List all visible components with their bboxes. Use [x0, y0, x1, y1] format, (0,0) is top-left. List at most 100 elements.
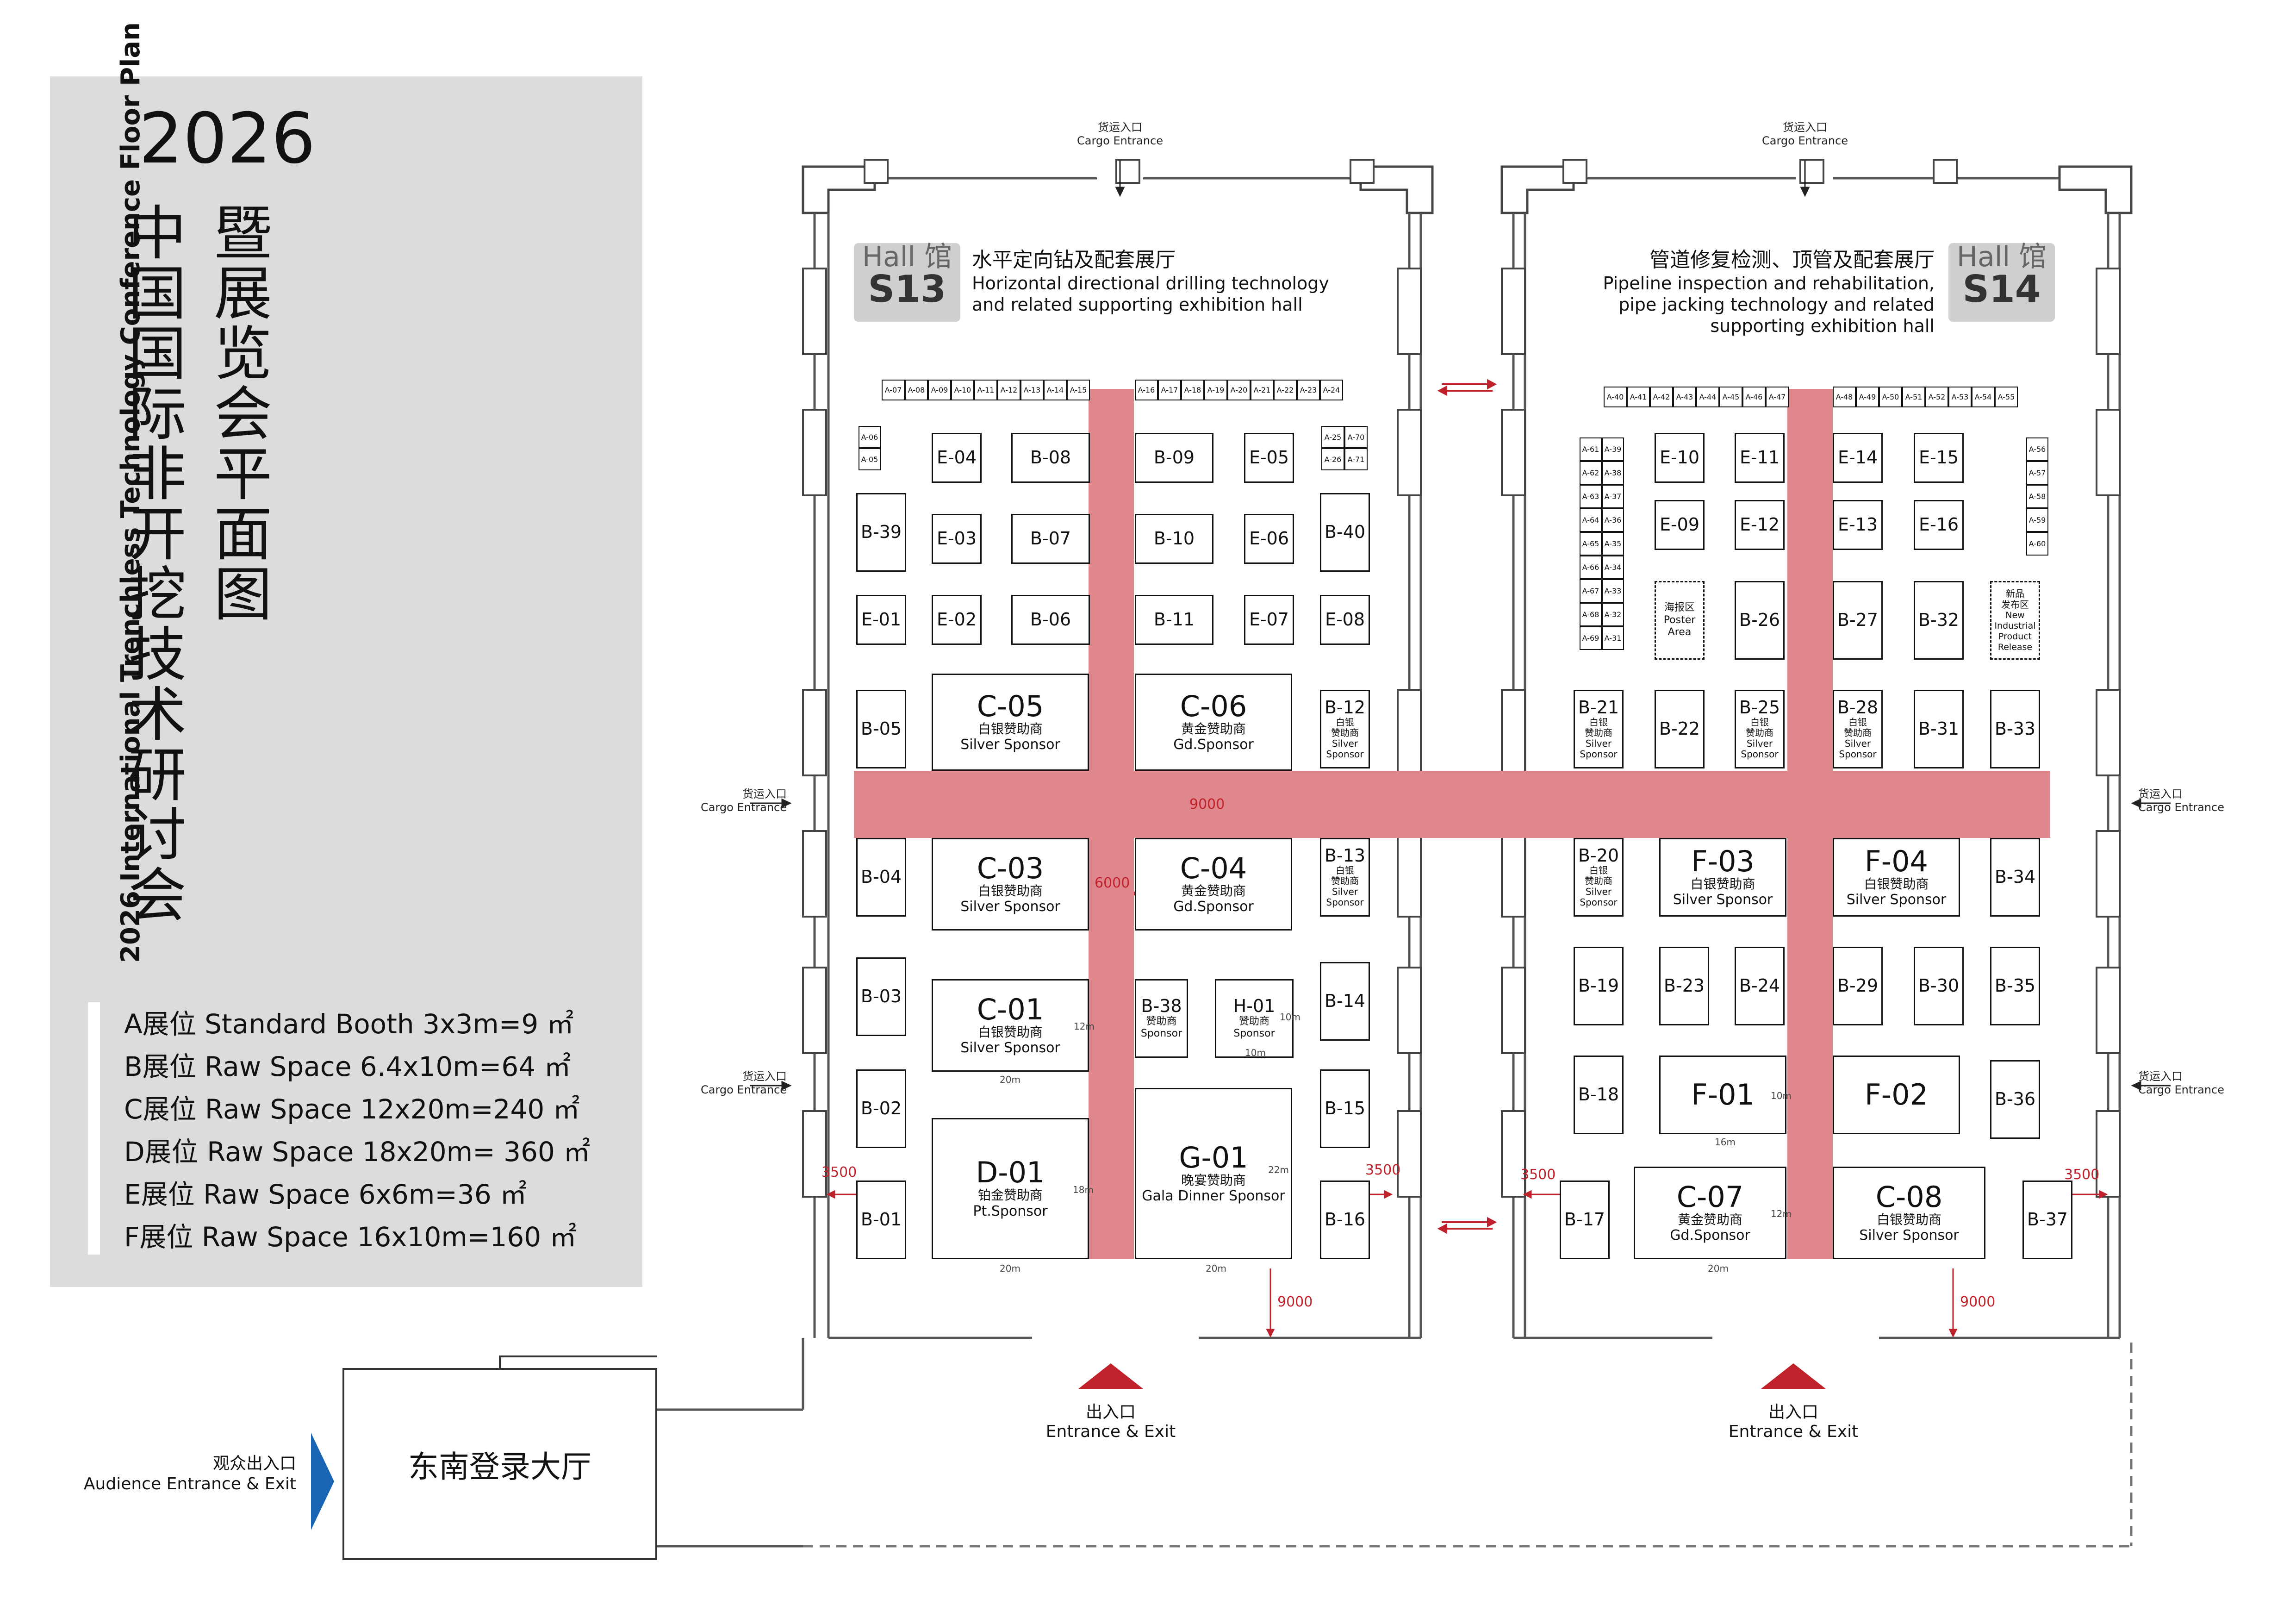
booth-a-54[interactable]: A-54	[1972, 387, 1995, 407]
booth-a-35[interactable]: A-35	[1602, 532, 1624, 556]
booth-a-65[interactable]: A-65	[1580, 532, 1602, 556]
booth-e-15[interactable]: E-15	[1914, 433, 1964, 483]
booth-e-01[interactable]: E-01	[856, 595, 906, 645]
booth-b-39[interactable]: B-39	[856, 493, 906, 572]
booth-e-09[interactable]: E-09	[1655, 500, 1705, 550]
booth-a-71[interactable]: A-71	[1344, 448, 1368, 470]
booth-b-05[interactable]: B-05	[856, 690, 906, 768]
booth-a-26[interactable]: A-26	[1321, 448, 1344, 470]
booth-a-25[interactable]: A-25	[1321, 426, 1344, 448]
booth-a-48[interactable]: A-48	[1833, 387, 1856, 407]
booth-e-02[interactable]: E-02	[932, 595, 982, 645]
booth-e-16[interactable]: E-16	[1914, 500, 1964, 550]
booth-a-33[interactable]: A-33	[1602, 579, 1624, 603]
booth-b-22[interactable]: B-22	[1655, 690, 1705, 768]
booth-a-11[interactable]: A-11	[974, 380, 997, 400]
booth-a-51[interactable]: A-51	[1902, 387, 1925, 407]
booth-e-06[interactable]: E-06	[1244, 514, 1294, 564]
booth-a-44[interactable]: A-44	[1696, 387, 1719, 407]
booth-b-04[interactable]: B-04	[856, 838, 906, 917]
booth-e-03[interactable]: E-03	[932, 514, 982, 564]
booth-b-10[interactable]: B-10	[1135, 514, 1213, 564]
booth-f-02[interactable]: F-02	[1833, 1056, 1960, 1134]
booth-a-40[interactable]: A-40	[1604, 387, 1627, 407]
southeast-registration-lobby[interactable]: 东南登录大厅	[342, 1368, 657, 1560]
booth-b-23[interactable]: B-23	[1659, 947, 1709, 1025]
booth-a-17[interactable]: A-17	[1158, 380, 1181, 400]
booth-b-29[interactable]: B-29	[1833, 947, 1883, 1025]
booth-a-42[interactable]: A-42	[1650, 387, 1673, 407]
booth-b-09[interactable]: B-09	[1135, 433, 1213, 483]
booth-a-50[interactable]: A-50	[1879, 387, 1902, 407]
exit-s14[interactable]: 出入口 Entrance & Exit	[1724, 1403, 1863, 1442]
booth-b-11[interactable]: B-11	[1135, 595, 1213, 645]
booth-b-24[interactable]: B-24	[1735, 947, 1785, 1025]
booth-a-64[interactable]: A-64	[1580, 508, 1602, 532]
booth-b-40[interactable]: B-40	[1320, 493, 1370, 572]
booth-a-56[interactable]: A-56	[2026, 437, 2048, 461]
booth-a-63[interactable]: A-63	[1580, 485, 1602, 508]
booth-a-14[interactable]: A-14	[1044, 380, 1067, 400]
booth-e-12[interactable]: E-12	[1735, 500, 1785, 550]
booth-b-33[interactable]: B-33	[1990, 690, 2040, 768]
booth-e-08[interactable]: E-08	[1320, 595, 1370, 645]
booth-e-04[interactable]: E-04	[932, 433, 982, 483]
booth-b-31[interactable]: B-31	[1914, 690, 1964, 768]
booth-b-35[interactable]: B-35	[1990, 947, 2040, 1025]
booth-b-06[interactable]: B-06	[1011, 595, 1090, 645]
booth-e-10[interactable]: E-10	[1655, 433, 1705, 483]
booth-b-26[interactable]: B-26	[1735, 581, 1785, 660]
booth-a-47[interactable]: A-47	[1766, 387, 1789, 407]
booth-a-61[interactable]: A-61	[1580, 437, 1602, 461]
booth-b-27[interactable]: B-27	[1833, 581, 1883, 660]
booth-e-11[interactable]: E-11	[1735, 433, 1785, 483]
booth-b-34[interactable]: B-34	[1990, 838, 2040, 917]
booth-b-03[interactable]: B-03	[856, 957, 906, 1036]
booth-a-62[interactable]: A-62	[1580, 461, 1602, 485]
booth-b-08[interactable]: B-08	[1011, 433, 1090, 483]
booth-a-09[interactable]: A-09	[928, 380, 951, 400]
booth-a-60[interactable]: A-60	[2026, 532, 2048, 556]
booth-a-38[interactable]: A-38	[1602, 461, 1624, 485]
booth-b-18[interactable]: B-18	[1574, 1056, 1624, 1134]
booth-a-58[interactable]: A-58	[2026, 485, 2048, 508]
booth-f-01[interactable]: F-01	[1659, 1056, 1786, 1134]
booth-a-41[interactable]: A-41	[1627, 387, 1650, 407]
booth-a-31[interactable]: A-31	[1602, 626, 1624, 650]
booth-a-24[interactable]: A-24	[1320, 380, 1343, 400]
booth-a-39[interactable]: A-39	[1602, 437, 1624, 461]
booth-e-14[interactable]: E-14	[1833, 433, 1883, 483]
booth-a-49[interactable]: A-49	[1856, 387, 1879, 407]
booth-a-37[interactable]: A-37	[1602, 485, 1624, 508]
booth-a-22[interactable]: A-22	[1274, 380, 1297, 400]
booth-a-59[interactable]: A-59	[2026, 508, 2048, 532]
booth-a-06[interactable]: A-06	[859, 426, 881, 448]
booth-b-07[interactable]: B-07	[1011, 514, 1090, 564]
booth-a-10[interactable]: A-10	[951, 380, 974, 400]
booth-a-57[interactable]: A-57	[2026, 461, 2048, 485]
booth-b-02[interactable]: B-02	[856, 1069, 906, 1148]
booth-a-68[interactable]: A-68	[1580, 603, 1602, 626]
booth-a-55[interactable]: A-55	[1995, 387, 2018, 407]
booth-a-08[interactable]: A-08	[905, 380, 928, 400]
booth-e-05[interactable]: E-05	[1244, 433, 1294, 483]
booth-a-15[interactable]: A-15	[1067, 380, 1090, 400]
booth-a-70[interactable]: A-70	[1344, 426, 1368, 448]
exit-s13[interactable]: 出入口 Entrance & Exit	[1041, 1403, 1180, 1442]
